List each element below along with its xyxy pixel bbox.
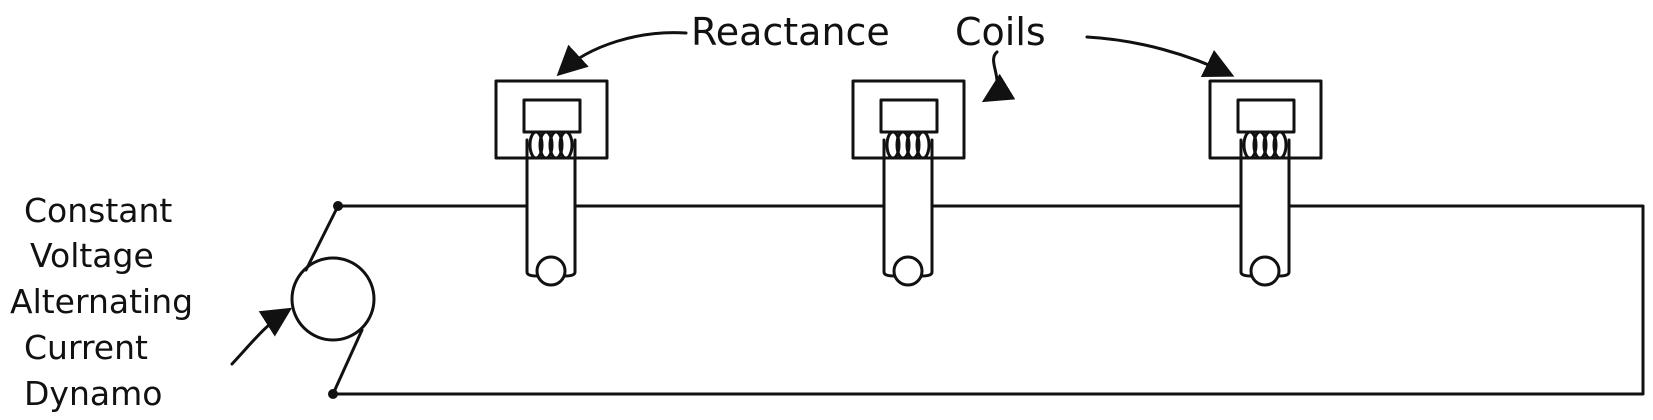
dynamo-label-line: Constant [24, 191, 172, 230]
dynamo-label-line: Current [24, 328, 148, 367]
coil-winding [1272, 130, 1288, 160]
dynamo-label-line: Alternating [10, 282, 193, 321]
coil-winding [915, 130, 931, 160]
coil-core-outer [494, 79, 609, 160]
coil-winding [1262, 130, 1278, 160]
coil-winding [1252, 130, 1268, 160]
coil-core-outer [1208, 79, 1323, 160]
terminal-dot [328, 389, 338, 399]
arrow-to-coil-3 [1085, 35, 1235, 77]
coil-core-inner [1236, 98, 1296, 134]
coil-core-inner [879, 98, 939, 134]
coil-leads [882, 138, 934, 278]
coil-winding [1242, 130, 1258, 160]
dynamo-icon [290, 256, 376, 342]
arrow-to-dynamo [230, 307, 293, 366]
coil-winding [885, 130, 901, 160]
coil-core-inner [522, 98, 582, 134]
lamp-icon [892, 255, 924, 287]
lamp-icon [535, 255, 567, 287]
title-coils: Coils [955, 10, 1046, 54]
arrow-to-coil-1 [556, 31, 688, 77]
dynamo-label-line: Dynamo [24, 374, 162, 413]
dynamo-label-line: Voltage [30, 236, 154, 275]
coil-leads [1239, 138, 1291, 278]
reactance-coil-1 [494, 79, 609, 287]
reactance-coil-3 [1208, 79, 1323, 287]
coil-winding [905, 130, 921, 160]
title-reactance: Reactance [691, 10, 890, 54]
coil-winding [558, 130, 574, 160]
coil-winding [538, 130, 554, 160]
arrow-to-coil-2 [981, 50, 1016, 103]
coil-leads [525, 138, 577, 278]
terminal-dot [333, 201, 343, 211]
circuit-wires [304, 204, 1645, 396]
coil-winding [895, 130, 911, 160]
coil-winding [548, 130, 564, 160]
coil-core-outer [851, 79, 966, 160]
lamp-icon [1249, 255, 1281, 287]
coil-winding [528, 130, 544, 160]
reactance-coil-2 [851, 79, 966, 287]
